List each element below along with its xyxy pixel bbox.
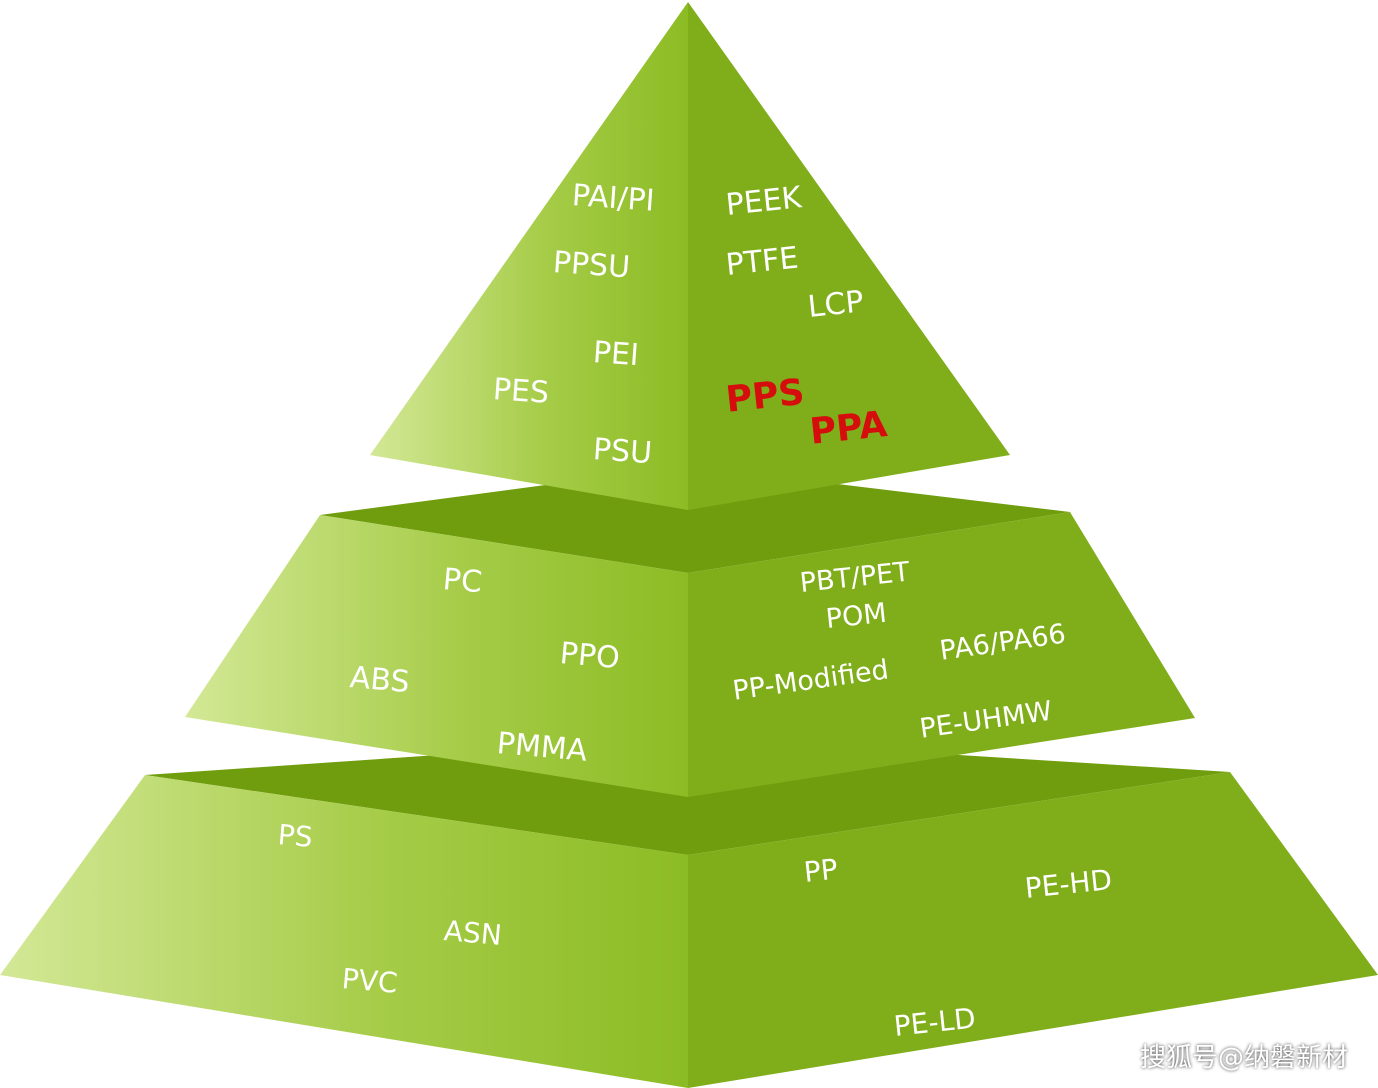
- label-ppo: PPO: [558, 636, 622, 677]
- bottom-tier-right-face: [688, 772, 1378, 1088]
- label-lcp: LCP: [806, 284, 866, 325]
- label-psu: PSU: [591, 432, 654, 472]
- label-pai-pi: PAI/PI: [570, 178, 656, 219]
- label-pes: PES: [491, 372, 551, 411]
- middle-tier-top-face: [320, 466, 1070, 573]
- label-pom: POM: [824, 597, 889, 635]
- label-pps-highlight: PPS: [723, 371, 807, 421]
- label-pc: PC: [441, 562, 484, 601]
- label-pp: PP: [802, 852, 840, 889]
- top-pyramid-left-face: [370, 2, 688, 510]
- label-pei: PEI: [591, 335, 641, 374]
- middle-tier-left-face: [185, 515, 688, 797]
- top-pyramid-right-face: [688, 2, 1010, 510]
- middle-tier-right-face: [688, 512, 1195, 797]
- label-abs: ABS: [348, 660, 411, 701]
- label-asn: ASN: [442, 914, 504, 952]
- label-pvc: PVC: [340, 962, 399, 1000]
- bottom-tier-left-face: [0, 775, 688, 1088]
- watermark: 搜狐号@纳磐新材: [1139, 1043, 1348, 1073]
- label-ps: PS: [276, 818, 314, 854]
- label-ppsu: PPSU: [551, 245, 632, 286]
- label-ppa-highlight: PPA: [807, 404, 890, 453]
